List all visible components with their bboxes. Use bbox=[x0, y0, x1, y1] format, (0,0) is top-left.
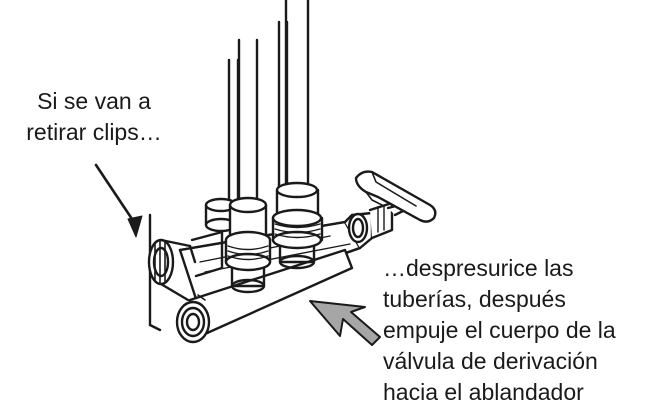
push-direction-arrow bbox=[309, 300, 381, 346]
remove-clips-callout: Si se van a retirar clips… bbox=[10, 86, 178, 148]
depressurize-callout: …despresurice las tuberías, después empu… bbox=[383, 253, 616, 408]
front-left-coupling bbox=[224, 196, 272, 294]
callout-left-line: Si se van a bbox=[37, 88, 151, 114]
callout-right-line: tuberías, después bbox=[383, 286, 566, 312]
callout-right-line: hacia el ablandador bbox=[383, 379, 584, 405]
left-callout-pointer bbox=[94, 163, 143, 238]
vertical-pipes bbox=[227, 0, 310, 234]
left-fitting bbox=[147, 213, 192, 332]
mounting-bracket bbox=[188, 230, 224, 278]
front-right-coupling bbox=[271, 181, 324, 270]
callout-left-line: retirar clips… bbox=[26, 119, 162, 145]
callout-right-line: empuje el cuerpo de la bbox=[383, 317, 616, 343]
callout-right-line: válvula de derivación bbox=[383, 348, 598, 374]
bypass-t-handle bbox=[343, 170, 437, 250]
callout-right-line: …despresurice las bbox=[383, 255, 574, 281]
